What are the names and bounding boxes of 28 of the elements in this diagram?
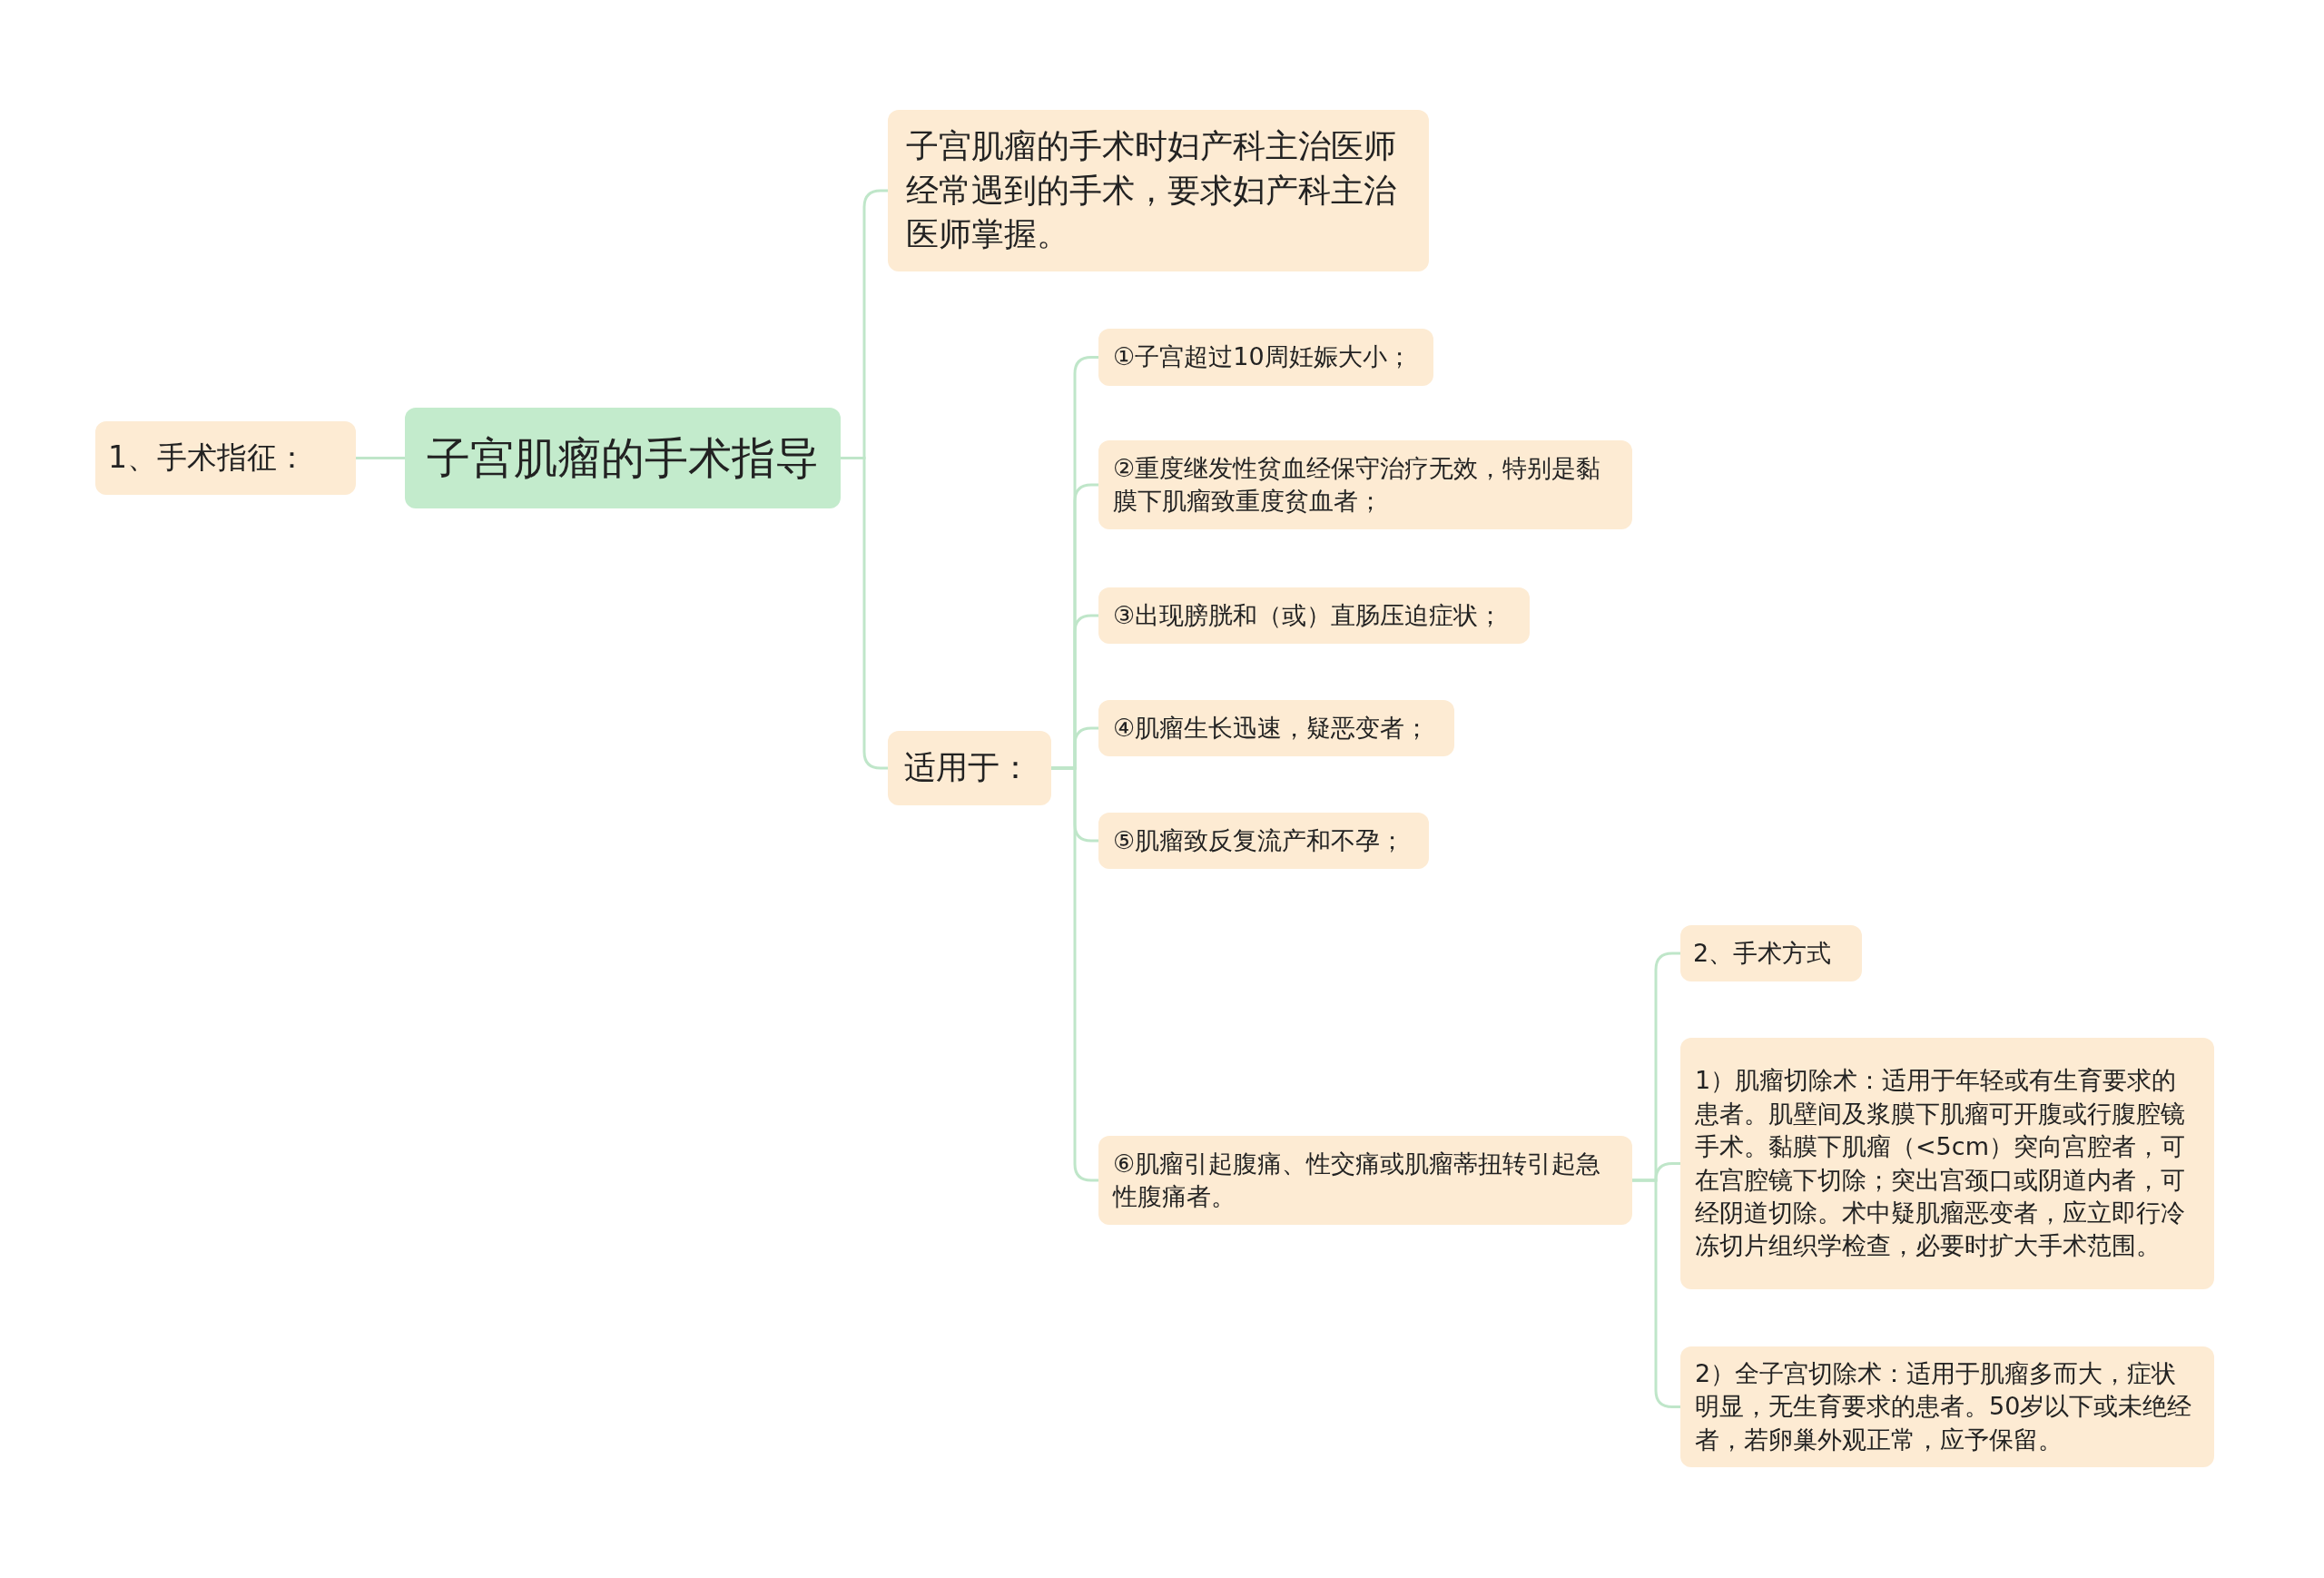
- topic-box: [95, 421, 356, 495]
- connector-line: [356, 457, 405, 459]
- subtopic-box: [1098, 329, 1433, 386]
- subtopic-box: [1098, 587, 1530, 644]
- topic-text: 2）全子宫切除术：适用于肌瘤多而大，症状明显，无生育要求的患者。50岁以下或未绝经者，若卵巢外观正常，应予保留。: [1695, 1357, 2193, 1455]
- topic-box: [888, 110, 1429, 271]
- subtopic-box: [1098, 1136, 1632, 1225]
- central-topic-box: [405, 408, 841, 508]
- topic-text: 1）肌瘤切除术：适用于年轻或有生育要求的患者。肌壁间及浆膜下肌瘤可开腹或行腹腔镜手术。黏膜下肌瘤（<5cm）突向宫腔者，可在宫腔镜下切除；突出宫颈口或阴道内者，可经阴道切除。术中疑肌瘤恶变者，应立即行冷冻切片组织学检查，必要时扩大手术范围。: [1695, 1065, 2186, 1262]
- subtopic-box: [1098, 813, 1429, 869]
- topic-text: ①子宫超过10周妊娠大小；: [1113, 341, 1413, 373]
- subtopic-box: [1680, 1038, 2214, 1289]
- topic-text: 适用于：: [904, 748, 1032, 788]
- topic-text: ②重度继发性贫血经保守治疗无效，特别是黏膜下肌瘤致重度贫血者；: [1113, 452, 1602, 517]
- topic-text: ⑤肌瘤致反复流产和不孕；: [1113, 824, 1406, 856]
- subtopic-box: [1098, 700, 1454, 756]
- subtopic-box: [1680, 925, 1862, 981]
- topic-text: ⑥肌瘤引起腹痛、性交痛或肌瘤蒂扭转引起急性腹痛者。: [1113, 1148, 1602, 1212]
- topic-text: ④肌瘤生长迅速，疑恶变者；: [1113, 712, 1431, 744]
- topic-text: 1、手术指征：: [108, 439, 308, 478]
- connector-line: [1051, 766, 1098, 1182]
- topic-text: 2、手术方式: [1693, 937, 1833, 969]
- topic-text: ③出现膀胱和（或）直肠压迫症状；: [1113, 599, 1504, 631]
- subtopic-box: [1680, 1346, 2214, 1467]
- subtopic-box: [1098, 440, 1632, 529]
- topic-text: 子宫肌瘤的手术指导: [427, 431, 819, 486]
- topic-box: [888, 731, 1051, 805]
- topic-text: 子宫肌瘤的手术时妇产科主治医师经常遇到的手术，要求妇产科主治医师掌握。: [906, 126, 1397, 255]
